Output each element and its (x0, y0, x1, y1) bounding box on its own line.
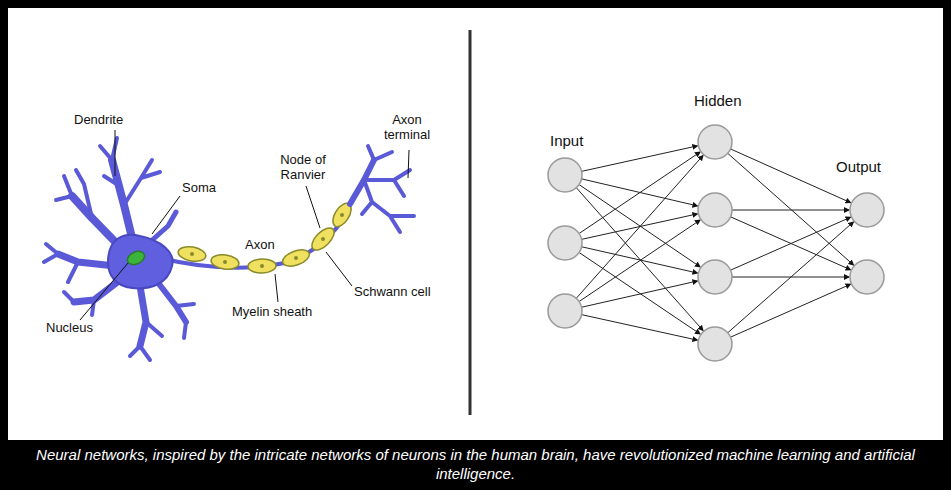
myelin-sheath (177, 200, 355, 273)
weight-line (576, 155, 703, 298)
nucleus-label: Nucleus (46, 320, 93, 335)
weight-line (731, 149, 851, 203)
weight-line (582, 315, 698, 340)
node-label: Node of Ranvier (262, 152, 344, 182)
layer-label: Hidden (694, 92, 742, 110)
soma-body (108, 235, 173, 289)
weight-line (582, 247, 698, 273)
neuron-circle (548, 158, 582, 192)
schwann-nuclei (190, 213, 344, 268)
neuron-circle (548, 294, 582, 328)
axon-label: Axon (245, 237, 275, 252)
myelin-label: Myelin sheath (232, 304, 312, 319)
schwann-label: Schwann cell (354, 284, 431, 299)
terminal-label: Axon terminal (372, 112, 442, 142)
layer-label: Output (836, 158, 881, 176)
weight-line (728, 222, 854, 333)
neuron-circle (850, 193, 884, 227)
axon-terminal-branches (350, 146, 414, 232)
weight-line (731, 284, 851, 337)
nucleus (125, 249, 146, 267)
weight-line (582, 281, 698, 307)
weight-line (579, 220, 700, 301)
axon-core (160, 208, 350, 268)
weight-line (576, 188, 703, 331)
neuron-circle (698, 327, 732, 361)
weight-line (732, 210, 849, 211)
neuron-circle (698, 193, 732, 227)
weight-line (579, 185, 700, 267)
divider-line (469, 30, 472, 415)
soma-label: Soma (182, 180, 216, 195)
dendrites (44, 138, 194, 360)
network-layer (548, 125, 884, 361)
neuron-circle (698, 260, 732, 294)
weight-line (579, 252, 700, 333)
weight-line (582, 146, 698, 171)
dendrite-label: Dendrite (74, 112, 123, 127)
weight-line (731, 217, 851, 270)
neuron-circle (698, 125, 732, 159)
caption: Neural networks, inspired by the intrica… (8, 445, 943, 483)
weight-line (728, 153, 854, 265)
weight-line (731, 217, 851, 270)
weight-line (579, 152, 700, 233)
neuron-circle (850, 260, 884, 294)
neuron-circle (548, 226, 582, 260)
white-panel (8, 8, 943, 440)
layer-label: Input (550, 132, 583, 150)
